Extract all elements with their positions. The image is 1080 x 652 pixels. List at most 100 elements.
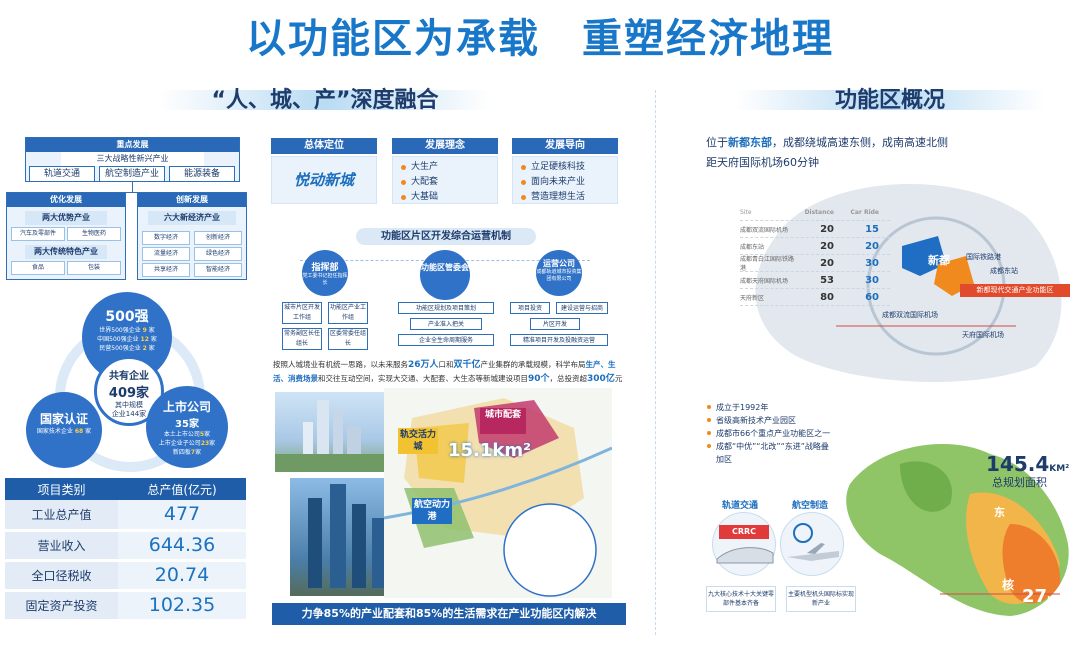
- east-label: 东: [994, 506, 1005, 519]
- circle-title: 500强: [105, 309, 149, 325]
- org-top-item: 能源装备: [169, 166, 235, 182]
- mechanism-node: 运营公司成都轨道城市投资集团有限公司: [536, 250, 582, 296]
- map-label: 国际铁路港: [966, 253, 1001, 261]
- rail-title: 轨道交通: [722, 501, 759, 511]
- org-top-header: 重点发展: [26, 138, 239, 152]
- city-render-image: [275, 392, 385, 472]
- org-optimize-item: 食品: [11, 261, 65, 275]
- map-label: 天府国际机场: [962, 331, 1004, 339]
- map-zone-label: 新都现代交通产业功能区: [960, 284, 1070, 297]
- circle-line: 国家技术企业 68 家: [36, 428, 92, 435]
- philosophy-item: 大生产: [393, 160, 497, 175]
- positioning-header: 总体定位: [271, 138, 377, 154]
- towers-icon: [308, 484, 386, 588]
- org-top-item: 航空制造产业: [99, 166, 165, 182]
- circle-title: 国家认证: [39, 412, 88, 426]
- bottom-banner: 力争85%的产业配套和85%的生活需求在产业功能区内解决: [272, 603, 626, 625]
- mechanism-item: 片区开发: [530, 318, 580, 330]
- circle-line: 上市企业子公司23家: [158, 440, 216, 447]
- mechanism-item: 项目投资: [510, 302, 550, 314]
- philosophy-body: 大生产 大配套 大基础: [392, 156, 498, 204]
- org-innovate-item: 流量经济: [142, 247, 190, 261]
- fact-item: 成都“中优”“北改”“东进”战略叠加区: [706, 440, 836, 466]
- column-divider: [655, 90, 656, 635]
- map-label: 航空动力港: [412, 498, 452, 524]
- section-title-bar: [160, 90, 490, 110]
- org-optimize-header: 优化发展: [7, 193, 125, 207]
- rail-circle: CRRC: [712, 512, 776, 576]
- section-title-bar: [735, 90, 1045, 110]
- org-innovate-item: 智能经济: [194, 263, 242, 277]
- mechanism-item: 功能区规划及项目策划: [398, 302, 494, 314]
- city-buildings-icon: [275, 400, 385, 472]
- connector-line: [62, 192, 202, 193]
- circle-number: 409家: [108, 386, 150, 401]
- map-label: 城市配套: [480, 408, 526, 434]
- org-innovate-item: 绿色经济: [194, 247, 242, 261]
- mechanism-item: 区委常委任组长: [328, 328, 368, 350]
- circle-national: 国家认证 国家技术企业 68 家: [26, 392, 102, 468]
- table-cell-value: 644.36: [118, 530, 246, 562]
- positioning-text: 悦动新城: [293, 171, 354, 189]
- aero-note: 主要机型机头国际标实现新产业: [786, 586, 856, 612]
- org-innovate-group: 六大新经济产业: [148, 211, 236, 225]
- mechanism-item: 精准项目开发及投融资运营: [510, 334, 608, 346]
- table-cell-value: 477: [118, 500, 246, 532]
- org-top-panel: 重点发展 三大战略性新兴产业 轨道交通 航空制造产业 能源装备: [25, 137, 240, 182]
- map-area-label: 15.1km²: [448, 440, 532, 461]
- circle-listed: 上市公司 35家 本土上市公司5家 上市企业子公司23家 新四板7家: [146, 386, 228, 468]
- location-line: 距天府国际机场60分钟: [706, 156, 819, 169]
- circle-line: 民营500强企业 2 家: [99, 345, 155, 352]
- mechanism-item: 企业全生命周期服务: [398, 334, 494, 346]
- location-line: 位于新都东部，成都绕城高速东侧，成南高速北侧: [706, 136, 948, 149]
- orientation-item: 立足硬核科技: [513, 160, 617, 175]
- org-optimize-group: 两大优势产业: [25, 211, 107, 225]
- aero-circle: [780, 512, 844, 576]
- mechanism-node: 指挥部党工委书记担任指挥长: [302, 250, 348, 296]
- left-section-title: “人、城、产”深度融合: [211, 88, 439, 113]
- orientation-body: 立足硬核科技 面向未来产业 营造理想生活: [512, 156, 618, 204]
- table-header: 项目类别: [5, 478, 118, 500]
- map-label: 轨交活力城: [398, 428, 438, 454]
- circle-title: 上市公司: [162, 400, 211, 414]
- philosophy-item: 大基础: [393, 190, 497, 205]
- table-cell-label: 工业总产值: [5, 500, 118, 532]
- tower-render-image: [290, 478, 400, 596]
- positioning-body: 悦动新城: [271, 156, 377, 204]
- district-map: [840, 424, 1076, 620]
- mechanism-item: 建设运营与招商: [556, 302, 608, 314]
- table-cell-label: 全口径税收: [5, 560, 118, 592]
- org-optimize-group: 两大传统特色产业: [25, 245, 107, 259]
- connector-line: [132, 182, 133, 192]
- description-paragraph: 按照人城境业有机统一思路，以未来服务26万人口和双千亿产业集群的承载规模，科学布…: [273, 360, 623, 384]
- mechanism-node: 功能区管委会: [420, 250, 470, 300]
- map-label-xindu: 新都: [928, 254, 950, 267]
- mechanism-item: 常务副区长任组长: [282, 328, 322, 350]
- orientation-header: 发展导向: [512, 138, 618, 154]
- total-area-value: 145.4KM²: [986, 452, 1070, 476]
- org-optimize-item: 汽车及零部件: [11, 227, 65, 241]
- map-label: 成都东站: [990, 267, 1018, 275]
- org-optimize-item: 生物医药: [67, 227, 121, 241]
- orientation-item: 营造理想生活: [513, 190, 617, 205]
- airplane-icon: [787, 523, 839, 561]
- org-optimize-panel: 优化发展 两大优势产业 汽车及零部件 生物医药 两大传统特色产业 食品 包装: [6, 192, 126, 280]
- table-cell-label: 固定资产投资: [5, 590, 118, 622]
- orientation-item: 面向未来产业: [513, 175, 617, 190]
- total-area-label: 总规划面积: [992, 476, 1047, 489]
- rail-note: 九大核心技术十大关键零部件基本齐备: [706, 586, 776, 612]
- map-label: 成都双流国际机场: [882, 311, 938, 319]
- circle-number: 35家: [175, 419, 199, 430]
- table-header-row: 项目类别 总产值(亿元): [5, 478, 246, 500]
- org-innovate-header: 创新发展: [138, 193, 246, 207]
- circle-line: 中国500强企业 12 家: [97, 336, 157, 343]
